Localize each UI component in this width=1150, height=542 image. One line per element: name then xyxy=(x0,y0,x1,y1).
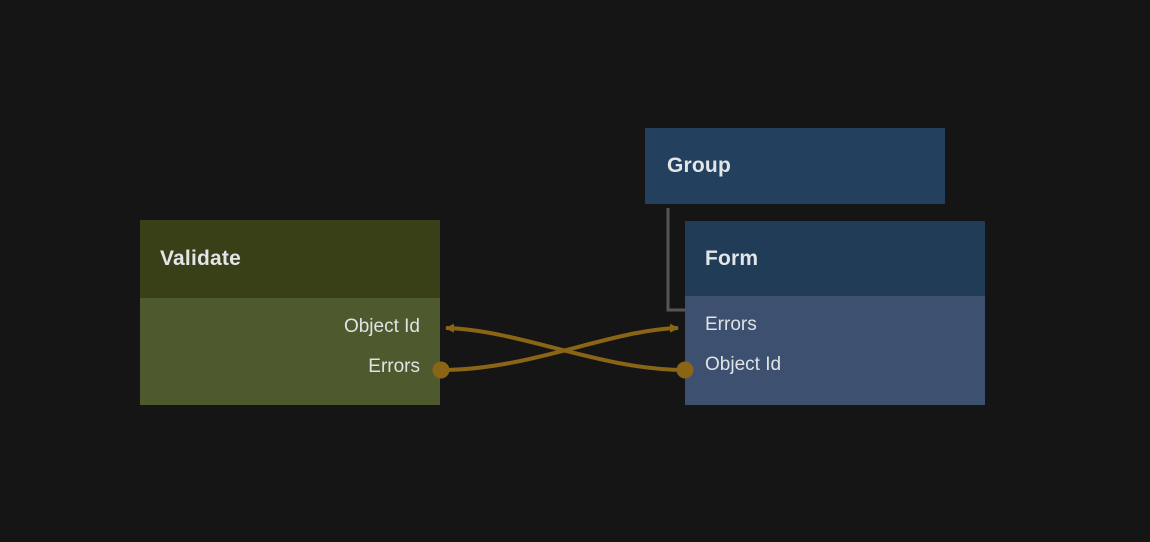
port-validate-object-id[interactable]: Object Id xyxy=(140,307,420,347)
node-validate-body: Object Id Errors xyxy=(140,298,440,405)
port-validate-errors[interactable]: Errors xyxy=(140,347,420,387)
port-form-errors[interactable]: Errors xyxy=(705,305,985,345)
edge-form-objectid-to-validate-objectid[interactable] xyxy=(445,323,686,372)
port-form-object-id[interactable]: Object Id xyxy=(705,345,985,385)
node-group-header[interactable]: Group xyxy=(645,128,945,204)
node-form[interactable]: Form Errors Object Id xyxy=(685,221,985,405)
node-group-title: Group xyxy=(667,154,731,177)
node-form-body: Errors Object Id xyxy=(685,296,985,405)
port-validate-object-id-label: Object Id xyxy=(343,316,420,337)
edge-validate-errors-to-form-errors[interactable] xyxy=(440,323,679,372)
port-form-errors-label: Errors xyxy=(705,314,757,335)
node-validate-header[interactable]: Validate xyxy=(140,220,440,298)
node-validate[interactable]: Validate Object Id Errors xyxy=(140,220,440,405)
node-form-header[interactable]: Form xyxy=(685,221,985,296)
node-group[interactable]: Group xyxy=(645,128,945,204)
port-validate-errors-label: Errors xyxy=(368,356,420,377)
node-validate-title: Validate xyxy=(160,247,241,270)
port-form-object-id-label: Object Id xyxy=(705,354,782,375)
node-form-title: Form xyxy=(705,246,759,270)
